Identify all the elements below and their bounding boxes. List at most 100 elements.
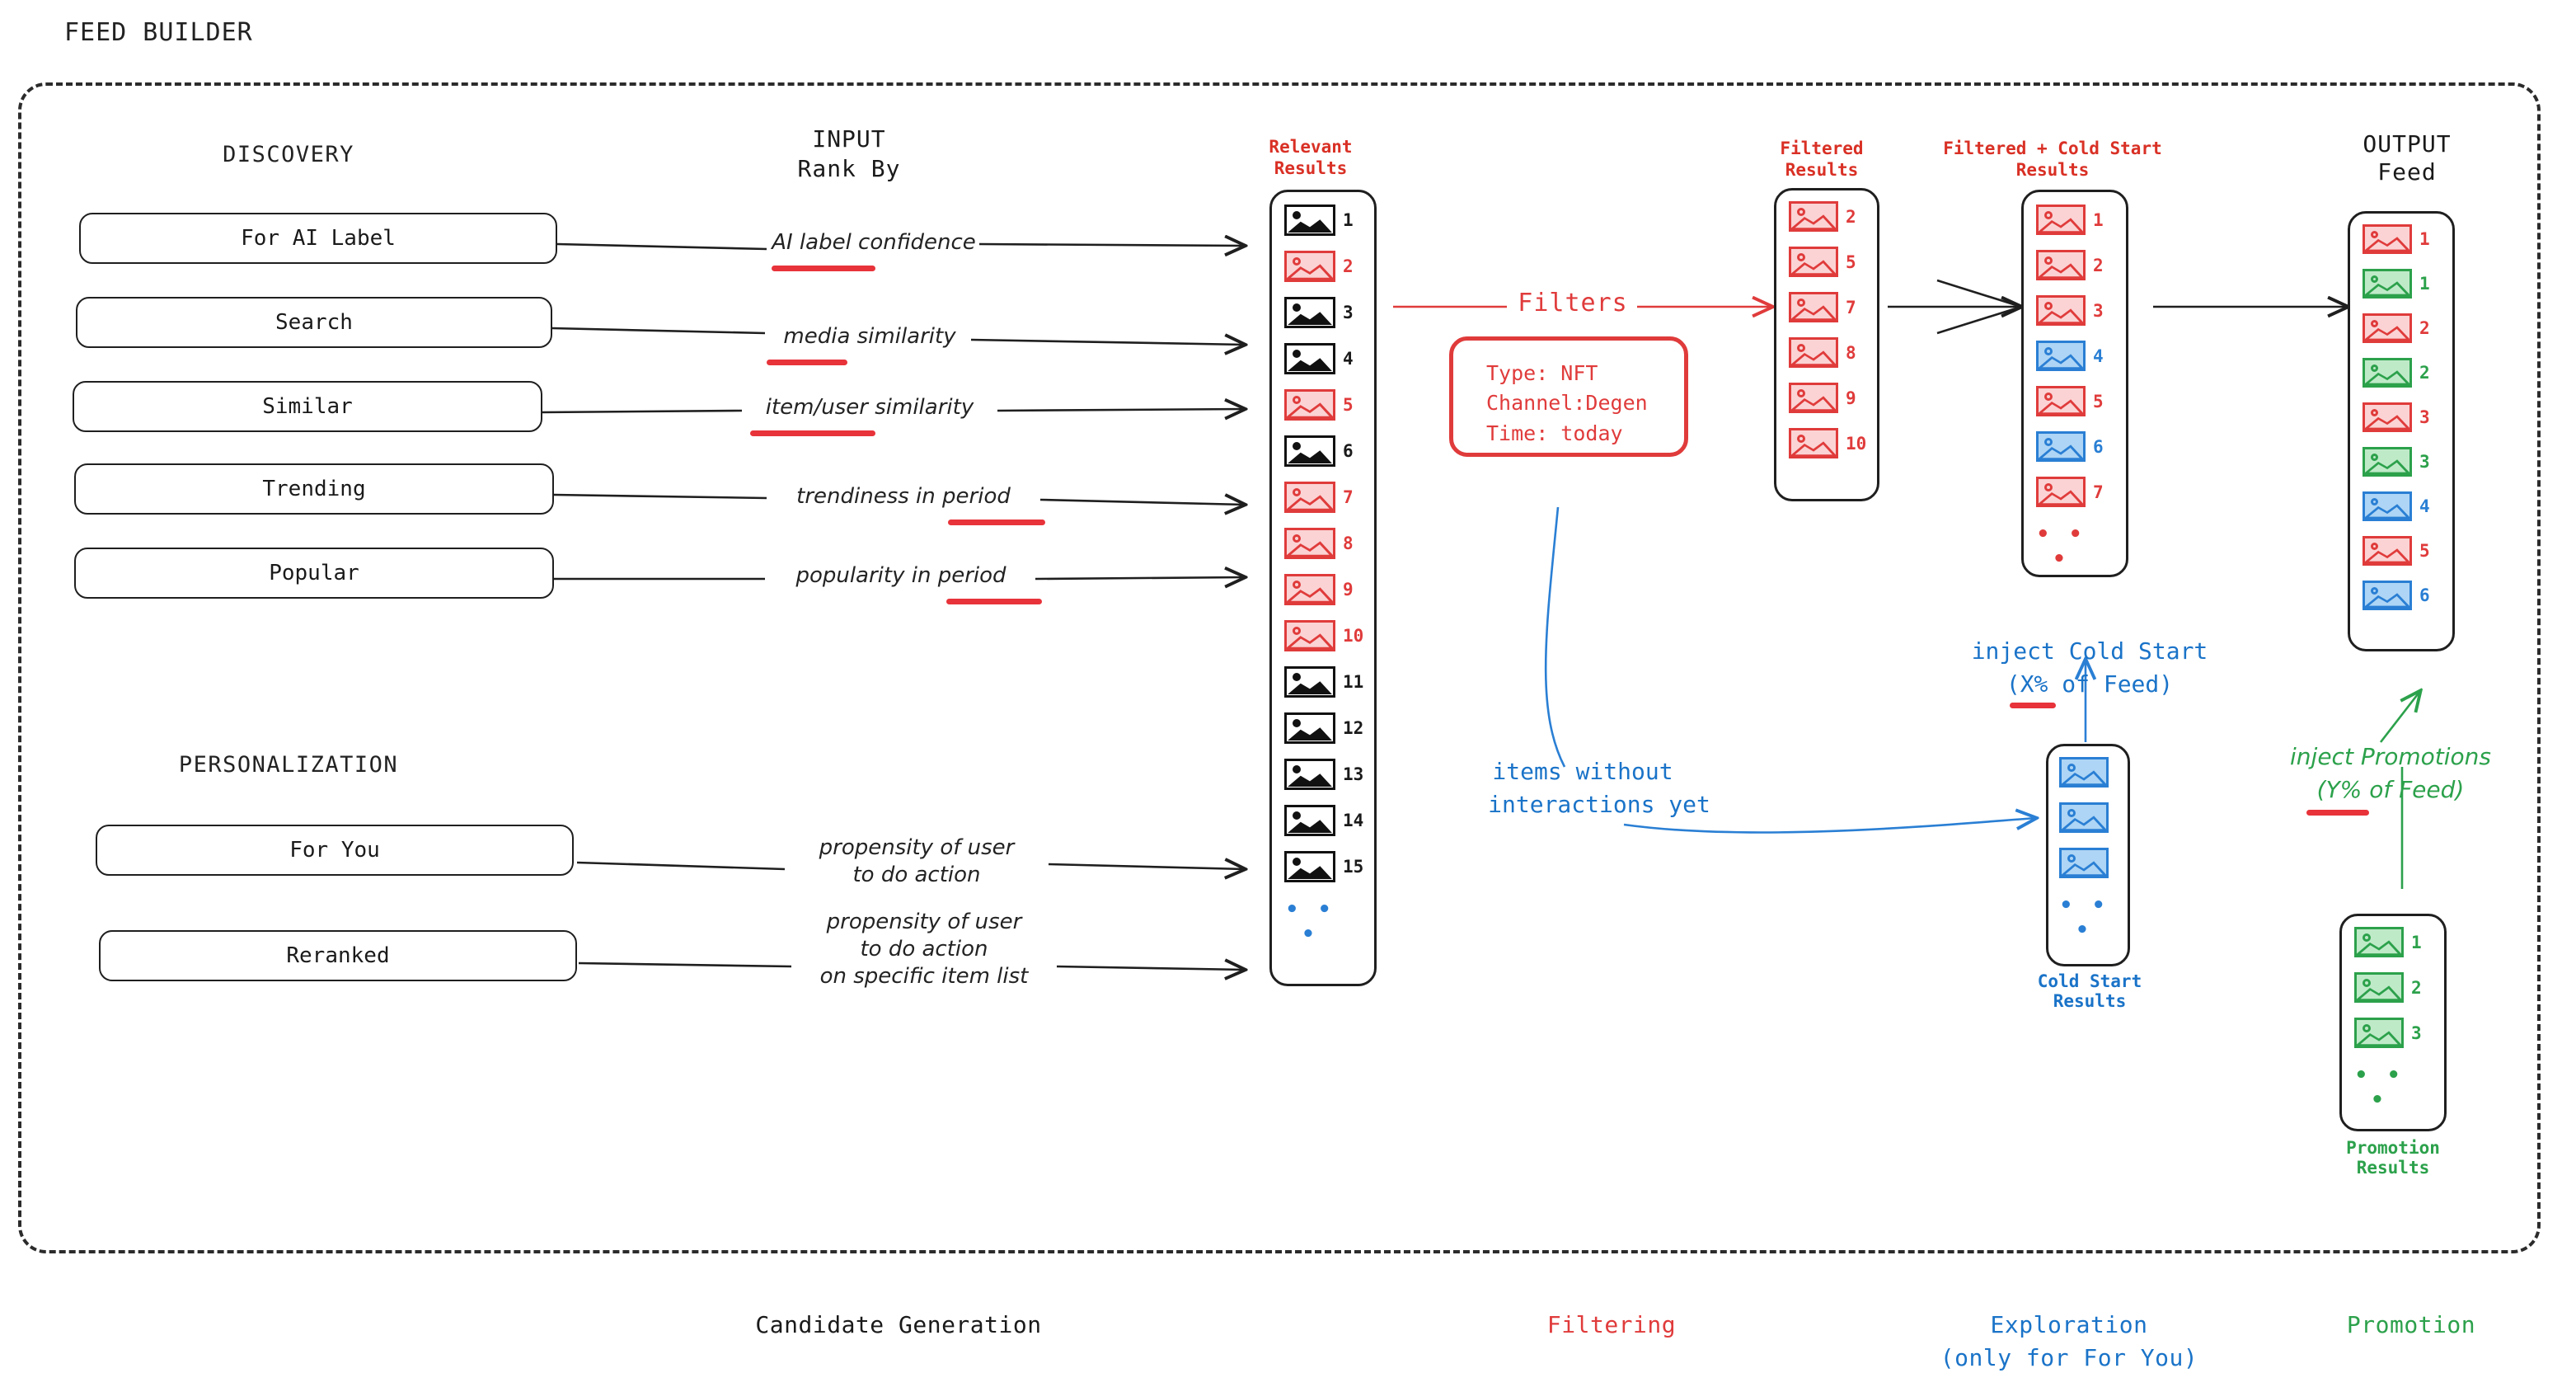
rank-by-ai-label-confidence: AI label confidence [772, 230, 976, 255]
result-row[interactable]: 13 [1284, 759, 1367, 790]
result-thumbnail-green [2354, 972, 2404, 1003]
result-row[interactable]: 4 [2363, 491, 2445, 521]
result-row[interactable]: 8 [1789, 337, 1871, 368]
result-row[interactable]: 2 [2363, 358, 2445, 388]
result-row[interactable]: 1 [2036, 205, 2119, 235]
result-row[interactable]: 2 [2354, 972, 2437, 1003]
result-row[interactable]: 3 [2036, 295, 2119, 326]
result-index: 2 [1343, 256, 1354, 276]
underline-ai [772, 266, 875, 271]
result-row[interactable]: 2 [2036, 250, 2119, 280]
personalization-heading: PERSONALIZATION [178, 752, 399, 778]
result-row[interactable]: 7 [1284, 482, 1367, 513]
result-thumbnail-red [1789, 247, 1838, 277]
list-ellipsis: • • • [2059, 893, 2109, 943]
result-index: 10 [1846, 433, 1867, 454]
result-index: 1 [2419, 274, 2430, 294]
result-row[interactable]: 10 [1789, 428, 1871, 458]
result-row[interactable]: 1 [2363, 224, 2445, 254]
result-index: 11 [1343, 672, 1364, 692]
result-row[interactable]: 15 [1284, 851, 1367, 882]
result-index: 8 [1846, 342, 1856, 363]
result-row[interactable]: 5 [1284, 389, 1367, 421]
source-button-popular[interactable]: Popular [74, 548, 554, 599]
filtered-cold-head-line2: Results [2015, 160, 2090, 180]
source-button-for-ai-label[interactable]: For AI Label [79, 213, 557, 264]
result-row[interactable]: 3 [2363, 402, 2445, 432]
rank-by-propensity: propensity of user to do action [819, 835, 1015, 887]
result-row[interactable] [2059, 848, 2119, 878]
result-index: 2 [2411, 977, 2422, 998]
result-thumbnail-red [2036, 295, 2086, 326]
rank-by-popularity-in-period: popularity in period [795, 563, 1006, 588]
filtered-results-head-line1: Filtered [1780, 139, 1864, 158]
result-index: 8 [1343, 534, 1354, 553]
rank-by-item-user-similarity: item/user similarity [765, 395, 974, 420]
result-index: 7 [2093, 482, 2104, 502]
result-thumbnail-red [1284, 389, 1335, 421]
result-row[interactable] [2059, 802, 2119, 833]
source-button-for-you[interactable]: For You [96, 825, 574, 876]
source-button-reranked[interactable]: Reranked [99, 930, 577, 981]
result-row[interactable]: 1 [1284, 205, 1367, 236]
relevant-results-head-line2: Results [1274, 158, 1348, 178]
result-index: 12 [1343, 718, 1364, 738]
result-row[interactable]: 2 [1789, 201, 1871, 232]
result-row[interactable]: 1 [2363, 269, 2445, 299]
result-row[interactable]: 7 [2036, 477, 2119, 507]
result-row[interactable]: 5 [2036, 386, 2119, 416]
result-index: 5 [2093, 391, 2104, 411]
result-thumbnail-red [2363, 402, 2412, 432]
source-button-trending[interactable]: Trending [74, 463, 554, 515]
result-row[interactable]: 6 [1284, 435, 1367, 467]
result-row[interactable]: 4 [2036, 341, 2119, 371]
result-index: 3 [2093, 300, 2104, 321]
result-thumbnail-red [2036, 250, 2086, 280]
result-thumbnail-black [1284, 759, 1335, 790]
source-button-similar[interactable]: Similar [73, 381, 542, 432]
promotion-head-line1: Promotion [2346, 1138, 2440, 1158]
result-index: 3 [2419, 452, 2430, 472]
result-row[interactable]: 9 [1284, 574, 1367, 605]
result-row[interactable]: 10 [1284, 620, 1367, 651]
result-row[interactable]: 3 [1284, 297, 1367, 328]
result-row[interactable]: 5 [2363, 536, 2445, 566]
result-thumbnail-blue [2036, 341, 2086, 371]
output-feed-head-line1: OUTPUT [2363, 130, 2452, 158]
result-index: 1 [2419, 229, 2430, 249]
result-row[interactable]: 4 [1284, 343, 1367, 374]
result-row[interactable]: 1 [2354, 927, 2437, 957]
result-row[interactable] [2059, 757, 2119, 788]
underline-period-popular [946, 599, 1042, 604]
result-row[interactable]: 14 [1284, 805, 1367, 836]
result-thumbnail-red [1789, 292, 1838, 322]
page-title: FEED BUILDER [64, 18, 253, 47]
result-row[interactable]: 9 [1789, 383, 1871, 413]
inject-cold-start-line1: inject Cold Start [1971, 637, 2208, 665]
result-row[interactable]: 5 [1789, 247, 1871, 277]
filters-card[interactable]: Type: NFT Channel:Degen Time: today [1449, 336, 1688, 457]
result-row[interactable]: 3 [2363, 447, 2445, 477]
result-thumbnail-blue [2363, 581, 2412, 610]
result-row[interactable]: 12 [1284, 712, 1367, 744]
result-thumbnail-green [2354, 927, 2404, 957]
result-thumbnail-red [2363, 536, 2412, 566]
legend-candidate-generation: Candidate Generation [755, 1311, 1042, 1338]
result-row[interactable]: 6 [2036, 431, 2119, 462]
result-row[interactable]: 6 [2363, 581, 2445, 610]
result-row[interactable]: 8 [1284, 528, 1367, 559]
result-row[interactable]: 2 [1284, 251, 1367, 282]
discovery-heading: DISCOVERY [223, 142, 354, 167]
result-index: 13 [1343, 764, 1364, 784]
source-button-search[interactable]: Search [76, 297, 552, 348]
result-thumbnail-red [1284, 482, 1335, 513]
promotion-head-line2: Results [2356, 1158, 2430, 1178]
result-row[interactable]: 11 [1284, 666, 1367, 698]
result-row[interactable]: 2 [2363, 313, 2445, 343]
result-row[interactable]: 3 [2354, 1018, 2437, 1048]
result-row[interactable]: 7 [1789, 292, 1871, 322]
result-thumbnail-black [1284, 297, 1335, 328]
